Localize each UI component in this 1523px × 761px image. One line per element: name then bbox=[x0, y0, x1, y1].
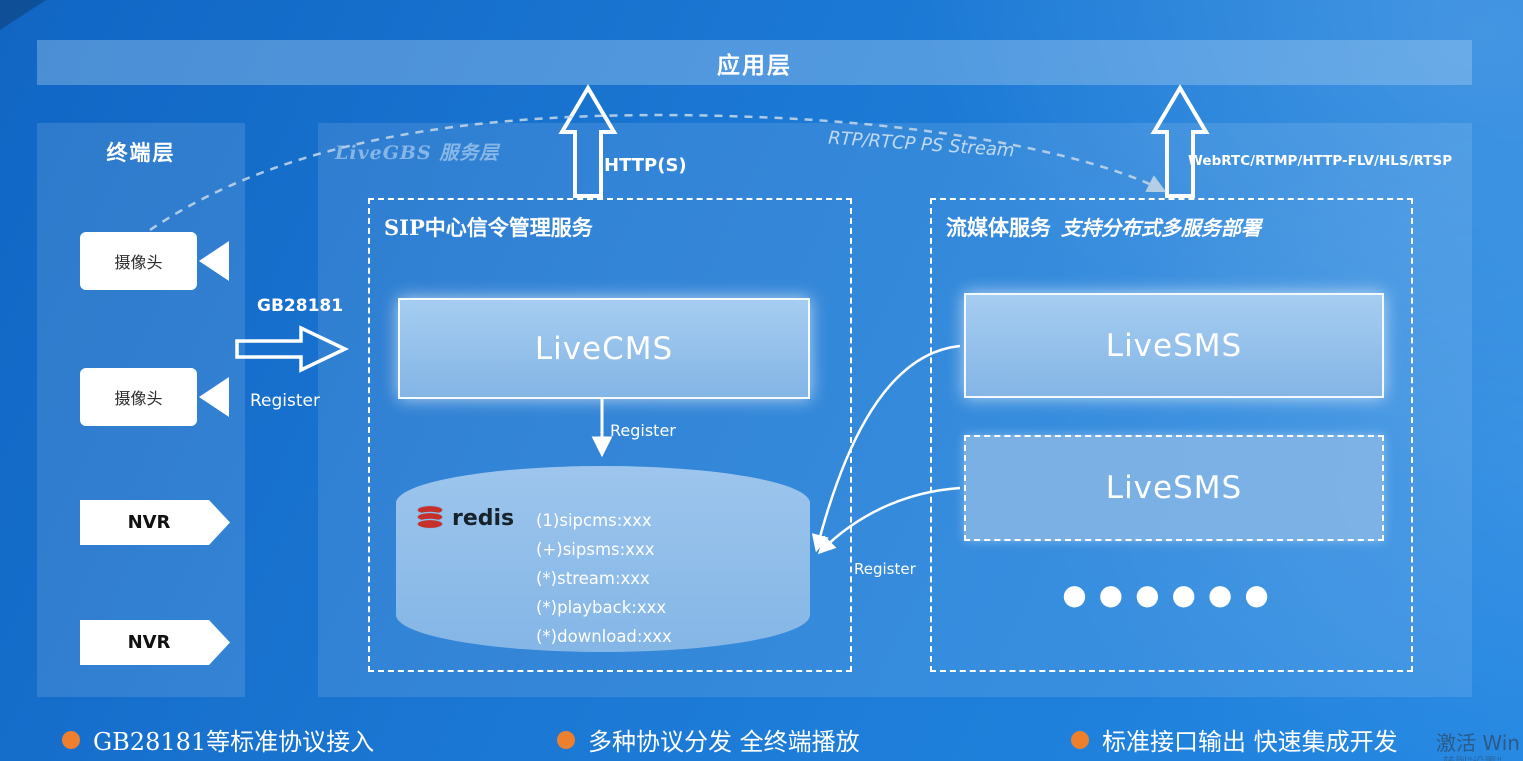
camera-lens-icon bbox=[199, 377, 229, 417]
redis-store: redis (1)sipcms:xxx (+)sipsms:xxx (*)str… bbox=[396, 466, 810, 652]
media-service-box: 流媒体服务支持分布式多服务部署 LiveSMS LiveSMS ●●●●●● bbox=[930, 198, 1413, 672]
legend-bullet-icon bbox=[557, 730, 575, 749]
redis-logo-icon bbox=[416, 504, 444, 530]
legend-bullet-icon bbox=[62, 730, 80, 749]
legend-item-1: GB28181等标准协议接入 bbox=[62, 722, 374, 757]
legend-item-3: 标准接口输出 快速集成开发 bbox=[1071, 722, 1398, 757]
nvr-device-1: NVR bbox=[80, 500, 230, 545]
application-layer-label: 应用层 bbox=[717, 51, 792, 79]
sip-service-title: SIP中心信令管理服务 bbox=[384, 215, 593, 240]
terminal-layer-panel: 终端层 摄像头 摄像头 NVR NVR bbox=[37, 123, 245, 697]
livesms-box-1: LiveSMS bbox=[964, 293, 1384, 398]
legend-text: 标准接口输出 快速集成开发 bbox=[1102, 728, 1398, 756]
livecms-box: LiveCMS bbox=[398, 298, 810, 399]
redis-entry: (*)stream:xxx bbox=[536, 569, 650, 588]
http-label: HTTP(S) bbox=[604, 155, 687, 176]
media-service-title-sub: 支持分布式多服务部署 bbox=[1061, 216, 1261, 240]
redis-entry: (*)download:xxx bbox=[536, 627, 672, 646]
redis-brand: redis bbox=[414, 504, 514, 532]
legend-text: 多种协议分发 全终端播放 bbox=[588, 728, 860, 756]
activate-windows-watermark: 激活 Win bbox=[1436, 731, 1520, 755]
camera-device-label: 摄像头 bbox=[80, 232, 197, 290]
register-label-right: Register bbox=[854, 560, 916, 578]
livesms-box-2: LiveSMS bbox=[964, 435, 1384, 541]
ellipsis-dots: ●●●●●● bbox=[1062, 578, 1281, 611]
redis-entry: (*)playback:xxx bbox=[536, 598, 667, 617]
legend-text: GB28181等标准协议接入 bbox=[93, 728, 375, 756]
camera-device-label: 摄像头 bbox=[80, 368, 197, 426]
corner-decoration bbox=[0, 0, 46, 30]
legend-bullet-icon bbox=[1071, 730, 1089, 749]
register-label-mid: Register bbox=[610, 421, 676, 440]
service-layer-panel: LiveGBS 服务层 SIP中心信令管理服务 LiveCMS redis (1… bbox=[318, 123, 1472, 697]
redis-entry: (1)sipcms:xxx bbox=[536, 511, 652, 530]
camera-device-2: 摄像头 bbox=[80, 368, 230, 426]
redis-brand-text: redis bbox=[452, 505, 515, 531]
register-label-left: Register bbox=[250, 391, 320, 411]
nvr-device-2: NVR bbox=[80, 620, 230, 665]
redis-entry: (+)sipsms:xxx bbox=[536, 540, 655, 559]
camera-lens-icon bbox=[199, 241, 229, 281]
legend-item-2: 多种协议分发 全终端播放 bbox=[557, 722, 860, 757]
redis-entries: (1)sipcms:xxx (+)sipsms:xxx (*)stream:xx… bbox=[536, 506, 672, 651]
webrtc-protocols-label: WebRTC/RTMP/HTTP-FLV/HLS/RTSP bbox=[1188, 153, 1453, 169]
gb28181-label: GB28181 bbox=[257, 296, 344, 316]
activate-windows-watermark-line2: 转到"设置" bbox=[1443, 753, 1502, 761]
media-service-title-main: 流媒体服务 bbox=[946, 215, 1051, 240]
terminal-layer-title: 终端层 bbox=[106, 140, 176, 165]
media-service-title: 流媒体服务支持分布式多服务部署 bbox=[946, 212, 1261, 242]
sip-service-box: SIP中心信令管理服务 LiveCMS redis (1)sipcms:xxx … bbox=[368, 198, 852, 672]
application-layer-bar: 应用层 bbox=[37, 40, 1472, 85]
camera-device-1: 摄像头 bbox=[80, 232, 230, 290]
service-layer-title: LiveGBS 服务层 bbox=[335, 142, 500, 164]
